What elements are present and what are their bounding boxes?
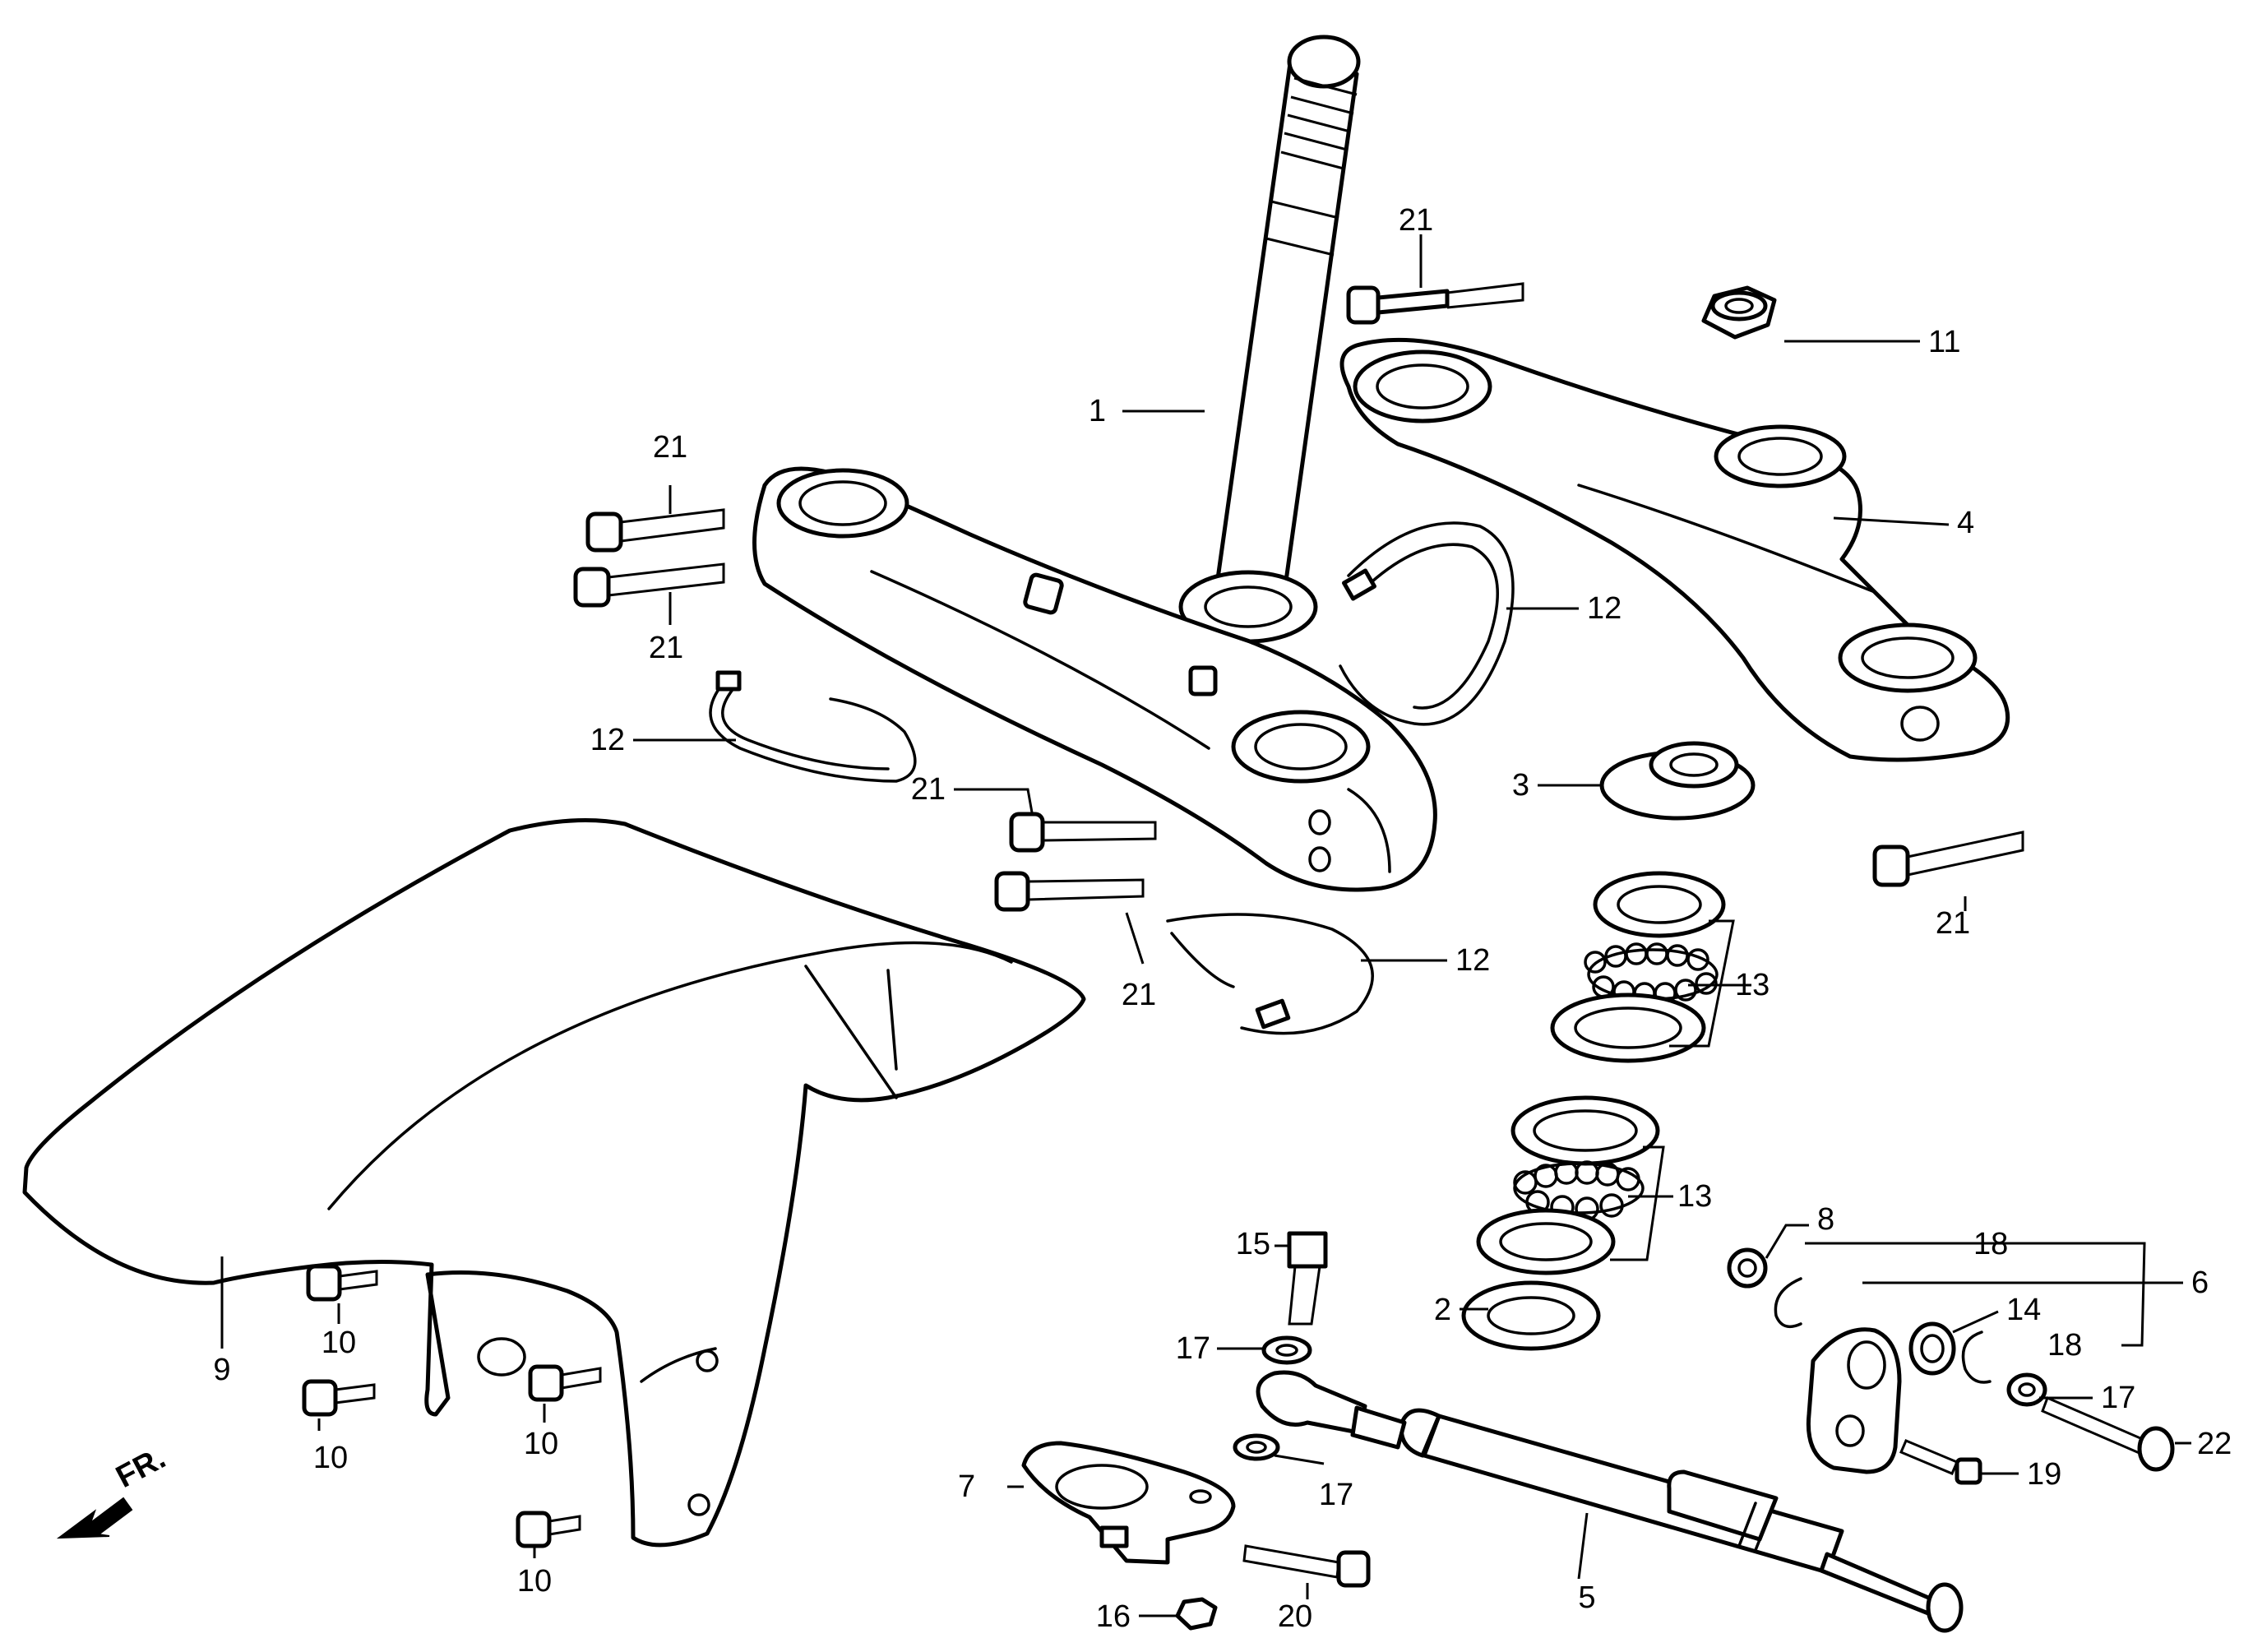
bolt-21-upper-left-b (573, 562, 725, 608)
label-part-21: 21 (1399, 203, 1433, 238)
label-part-12: 12 (1587, 591, 1622, 626)
label-part-14: 14 (2006, 1293, 2041, 1327)
bushing-14 (1908, 1321, 1956, 1376)
label-part-13: 13 (1677, 1179, 1712, 1214)
label-part-21: 21 (653, 430, 687, 465)
bolt-10-c (528, 1364, 602, 1402)
label-part-21: 21 (1936, 906, 1970, 941)
top-bridge (1339, 337, 2010, 762)
circlip-18-a (1774, 1277, 1802, 1329)
bolt-21-right (1872, 831, 2024, 887)
bolt-10-b (302, 1379, 376, 1417)
label-part-10: 10 (517, 1564, 552, 1599)
label-part-17: 17 (1176, 1331, 1210, 1366)
label-part-19: 19 (2027, 1457, 2061, 1492)
label-part-21: 21 (649, 631, 683, 665)
steering-damper (1256, 1370, 1964, 1633)
steering-stem (1178, 35, 1361, 644)
wire-band-lower (1166, 913, 1374, 1035)
dust-seal (1461, 1280, 1601, 1351)
bearing-set-lower (1476, 1095, 1660, 1275)
lock-nut-washer (1599, 741, 1756, 821)
bolt-10-a (306, 1264, 378, 1302)
leader-lines (220, 234, 2191, 1617)
front-direction-label: FR. (111, 1441, 172, 1495)
callout-labels: 1 21 11 4 12 21 21 12 21 21 12 3 21 13 1… (111, 203, 2232, 1634)
label-part-21: 21 (1122, 978, 1156, 1012)
label-part-17: 17 (2101, 1381, 2135, 1415)
washer-17-mid (1261, 1335, 1312, 1365)
bolt-21-top (1346, 282, 1524, 325)
circlip-18-b (1961, 1330, 1992, 1384)
washer-17-lower (1233, 1433, 1280, 1461)
bolt-15 (1287, 1231, 1328, 1326)
bolt-19 (1899, 1439, 1982, 1485)
label-part-15: 15 (1236, 1227, 1270, 1261)
bolt-20 (1242, 1544, 1371, 1588)
label-part-22: 22 (2197, 1427, 2232, 1461)
label-part-5: 5 (1578, 1580, 1595, 1615)
label-part-9: 9 (213, 1353, 230, 1387)
washer-17-right (2006, 1372, 2047, 1407)
label-part-1: 1 (1089, 394, 1106, 428)
collar-8 (1727, 1247, 1768, 1289)
label-part-11: 11 (1928, 325, 1960, 359)
front-arrow-icon (56, 1497, 133, 1539)
label-part-10: 10 (313, 1441, 348, 1475)
bolt-21-mid-a (1009, 812, 1157, 853)
wire-band-upper-right (1339, 521, 1515, 726)
label-part-6: 6 (2191, 1266, 2209, 1300)
label-part-17: 17 (1319, 1478, 1353, 1512)
nut-16 (1175, 1597, 1218, 1631)
label-part-8: 8 (1817, 1202, 1834, 1237)
label-part-7: 7 (958, 1469, 975, 1504)
damper-clamp (1021, 1441, 1236, 1565)
label-part-18: 18 (2047, 1328, 2082, 1363)
front-fender (22, 818, 1086, 1548)
stem-nut (1701, 285, 1777, 340)
bolt-21-mid-b (994, 871, 1145, 912)
bearing-set-upper (1550, 871, 1726, 1063)
bottom-bridge (752, 466, 1437, 892)
label-part-12: 12 (1455, 943, 1490, 978)
label-part-4: 4 (1957, 506, 1974, 540)
label-part-10: 10 (322, 1326, 356, 1360)
wire-band-left (709, 670, 917, 783)
label-part-21: 21 (911, 772, 946, 807)
label-part-12: 12 (590, 723, 625, 757)
bolt-21-upper-left-a (585, 508, 725, 553)
label-part-18: 18 (1973, 1227, 2008, 1261)
label-part-13: 13 (1735, 968, 1770, 1002)
label-part-2: 2 (1434, 1293, 1451, 1327)
label-part-20: 20 (1278, 1599, 1312, 1634)
bolt-22 (2041, 1395, 2175, 1472)
label-part-10: 10 (524, 1427, 558, 1461)
label-part-16: 16 (1096, 1599, 1131, 1634)
bolt-10-d (516, 1511, 581, 1548)
damper-bracket (1806, 1327, 1902, 1474)
label-part-3: 3 (1512, 768, 1529, 803)
